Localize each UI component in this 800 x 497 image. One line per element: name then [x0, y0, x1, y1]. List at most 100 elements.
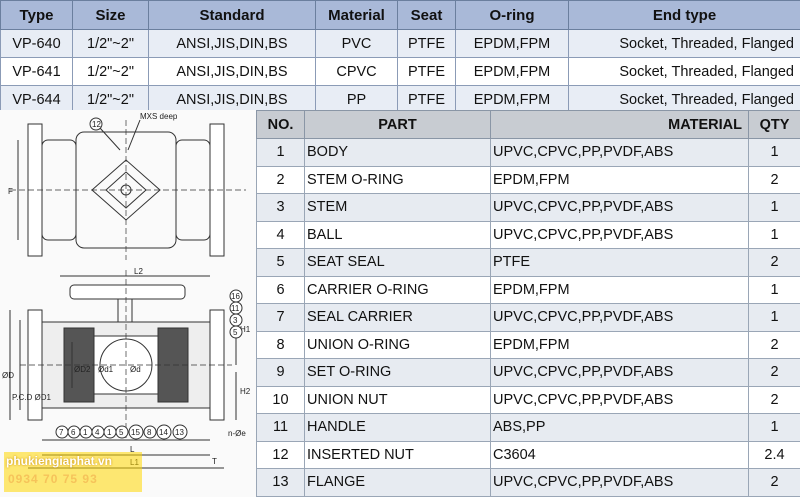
valve-drawing-svg: 12 MXS deep F L2 H1 H2 [2, 112, 251, 469]
dimension-pcd-label: P.C.D ØD1 [12, 393, 52, 402]
spec-header-standard: Standard [148, 0, 316, 30]
callout-14: 14 [159, 428, 168, 437]
spec-header-row: Type Size Standard Material Seat O-ring … [0, 0, 800, 30]
spec-cell-material: PVC [315, 29, 398, 58]
watermark-phone: 0934 70 75 93 [8, 472, 98, 486]
callout-15: 15 [131, 428, 140, 437]
dimension-t-label: T [212, 457, 217, 466]
parts-header-no: NO. [256, 110, 305, 139]
parts-cell-part: CARRIER O-RING [304, 275, 491, 304]
bottom-callouts: 7 6 1 4 1 5 15 8 14 13 [55, 424, 188, 440]
callout-6: 6 [71, 428, 76, 437]
spec-cell-type: VP-640 [0, 29, 73, 58]
parts-cell-material: UPVC,CPVC,PP,PVDF,ABS [490, 468, 749, 497]
parts-row: 5 SEAT SEAL PTFE 2 [256, 248, 800, 277]
parts-row: 8 UNION O-RING EPDM,FPM 2 [256, 330, 800, 359]
parts-cell-qty: 1 [748, 303, 800, 332]
spec-cell-end-type: Socket, Threaded, Flanged [568, 85, 800, 114]
spec-header-material: Material [315, 0, 398, 30]
parts-cell-part: SET O-RING [304, 358, 491, 387]
parts-cell-material: PTFE [490, 248, 749, 277]
parts-cell-qty: 2.4 [748, 440, 800, 469]
parts-cell-qty: 2 [748, 248, 800, 277]
callout-5b: 5 [119, 428, 124, 437]
parts-cell-qty: 2 [748, 468, 800, 497]
parts-header-part: PART [304, 110, 491, 139]
parts-cell-no: 7 [256, 303, 305, 332]
parts-cell-part: STEM O-RING [304, 165, 491, 194]
parts-cell-material: UPVC,CPVC,PP,PVDF,ABS [490, 193, 749, 222]
valve-technical-drawing: 12 MXS deep F L2 H1 H2 [0, 110, 256, 497]
parts-cell-qty: 2 [748, 330, 800, 359]
parts-row: 3 STEM UPVC,CPVC,PP,PVDF,ABS 1 [256, 193, 800, 222]
callout-16: 16 [231, 292, 240, 301]
callout-3: 3 [233, 316, 238, 325]
dimension-h1-label: H1 [240, 325, 251, 334]
dimension-h2-label: H2 [240, 387, 251, 396]
spec-cell-end-type: Socket, Threaded, Flanged [568, 57, 800, 86]
parts-cell-no: 1 [256, 138, 305, 167]
spec-cell-size: 1/2"~2" [72, 29, 149, 58]
parts-row: 13 FLANGE UPVC,CPVC,PP,PVDF,ABS 2 [256, 468, 800, 497]
spec-cell-seat: PTFE [397, 29, 456, 58]
spec-row: VP-641 1/2"~2" ANSI,JIS,DIN,BS CPVC PTFE… [0, 57, 800, 86]
spec-table: Type Size Standard Material Seat O-ring … [0, 0, 800, 114]
parts-cell-no: 2 [256, 165, 305, 194]
parts-cell-part: HANDLE [304, 413, 491, 442]
parts-cell-material: UPVC,CPVC,PP,PVDF,ABS [490, 385, 749, 414]
callout-4: 4 [95, 428, 100, 437]
parts-cell-no: 12 [256, 440, 305, 469]
parts-cell-qty: 1 [748, 138, 800, 167]
valve-top-view [10, 117, 246, 260]
spec-row: VP-644 1/2"~2" ANSI,JIS,DIN,BS PP PTFE E… [0, 85, 800, 114]
parts-cell-qty: 2 [748, 385, 800, 414]
spec-cell-material: CPVC [315, 57, 398, 86]
parts-row: 9 SET O-RING UPVC,CPVC,PP,PVDF,ABS 2 [256, 358, 800, 387]
spec-header-type: Type [0, 0, 73, 30]
dimension-l-label: L [130, 445, 135, 454]
parts-cell-qty: 2 [748, 165, 800, 194]
parts-cell-material: UPVC,CPVC,PP,PVDF,ABS [490, 303, 749, 332]
callout-5: 5 [233, 328, 238, 337]
spec-cell-seat: PTFE [397, 85, 456, 114]
parts-cell-qty: 2 [748, 358, 800, 387]
parts-cell-no: 8 [256, 330, 305, 359]
parts-cell-no: 13 [256, 468, 305, 497]
spec-cell-standard: ANSI,JIS,DIN,BS [148, 57, 316, 86]
parts-cell-part: UNION NUT [304, 385, 491, 414]
parts-row: 6 CARRIER O-RING EPDM,FPM 1 [256, 275, 800, 304]
callout-8: 8 [147, 428, 152, 437]
parts-cell-part: SEAL CARRIER [304, 303, 491, 332]
callout-11: 11 [231, 304, 240, 313]
spec-header-seat: Seat [397, 0, 456, 30]
parts-cell-part: STEM [304, 193, 491, 222]
spec-cell-oring: EPDM,FPM [455, 29, 569, 58]
dimension-d-label: Ød [130, 365, 141, 374]
watermark-banner [4, 452, 142, 492]
parts-cell-no: 11 [256, 413, 305, 442]
parts-cell-part: FLANGE [304, 468, 491, 497]
spec-cell-seat: PTFE [397, 57, 456, 86]
parts-table: NO. PART MATERIAL QTY 1 BODY UPVC,CPVC,P… [256, 110, 800, 497]
parts-row: 11 HANDLE ABS,PP 1 [256, 413, 800, 442]
parts-cell-part: UNION O-RING [304, 330, 491, 359]
spec-cell-oring: EPDM,FPM [455, 85, 569, 114]
spec-cell-size: 1/2"~2" [72, 57, 149, 86]
parts-cell-material: UPVC,CPVC,PP,PVDF,ABS [490, 138, 749, 167]
mxs-deep-label: MXS deep [140, 112, 178, 121]
dimension-od-label: ØD [2, 371, 14, 380]
spec-cell-end-type: Socket, Threaded, Flanged [568, 29, 800, 58]
parts-header-qty: QTY [748, 110, 800, 139]
parts-cell-no: 9 [256, 358, 305, 387]
spec-header-end-type: End type [568, 0, 800, 30]
parts-header-material: MATERIAL [490, 110, 749, 139]
spec-row: VP-640 1/2"~2" ANSI,JIS,DIN,BS PVC PTFE … [0, 29, 800, 58]
parts-cell-material: EPDM,FPM [490, 165, 749, 194]
parts-cell-material: EPDM,FPM [490, 330, 749, 359]
dimension-l2-label: L2 [134, 267, 143, 276]
dimension-d2-label: ØD2 [74, 365, 91, 374]
spec-cell-standard: ANSI,JIS,DIN,BS [148, 29, 316, 58]
spec-cell-type: VP-644 [0, 85, 73, 114]
parts-cell-material: EPDM,FPM [490, 275, 749, 304]
spec-header-size: Size [72, 0, 149, 30]
